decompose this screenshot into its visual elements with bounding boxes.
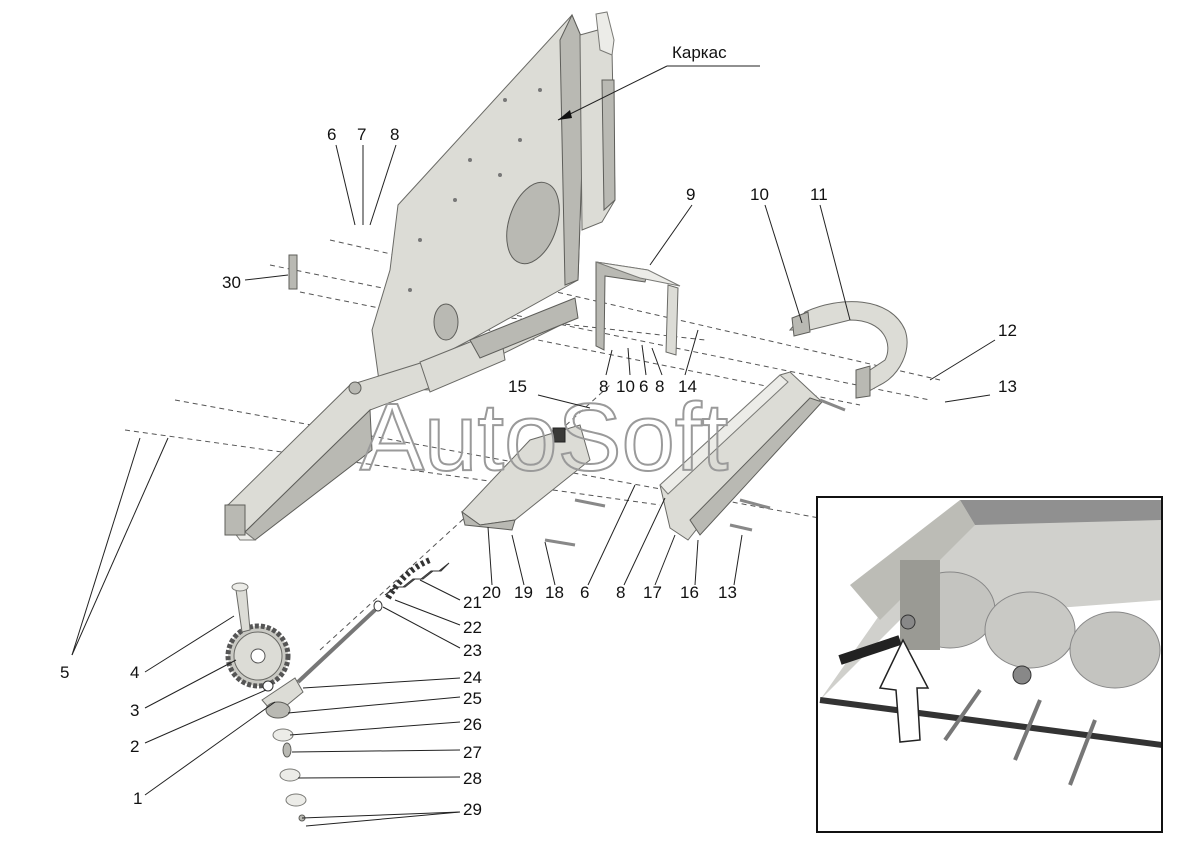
- callout-22: 22: [463, 618, 482, 637]
- spring-part: [384, 557, 450, 600]
- callout-8: 8: [616, 583, 625, 602]
- callout-8: 8: [390, 125, 399, 144]
- callout-28: 28: [463, 769, 482, 788]
- callout-9: 9: [686, 185, 695, 204]
- callout-24: 24: [463, 668, 482, 687]
- callout-21: 21: [463, 593, 482, 612]
- sprocket-part: [225, 582, 291, 692]
- frame-holes: [408, 88, 542, 292]
- shield-part: [461, 424, 591, 531]
- callout-1: 1: [133, 789, 142, 808]
- callout-10: 10: [616, 377, 635, 396]
- callout-25: 25: [463, 689, 482, 708]
- callout-18: 18: [545, 583, 564, 602]
- washer-part: [373, 600, 383, 612]
- callout-29: 29: [463, 800, 482, 819]
- callout-19: 19: [514, 583, 533, 602]
- lever-part: [261, 677, 307, 822]
- bolts: [544, 398, 846, 547]
- callout-17: 17: [643, 583, 662, 602]
- leader-lines: [71, 65, 996, 827]
- callout-8: 8: [599, 377, 608, 396]
- callout-23: 23: [463, 641, 482, 660]
- callout-14: 14: [678, 377, 697, 396]
- frame-part: [224, 11, 616, 541]
- callout-12: 12: [998, 321, 1017, 340]
- callout-7: 7: [357, 125, 366, 144]
- callout-6: 6: [639, 377, 648, 396]
- callout-4: 4: [130, 663, 139, 682]
- callout-6: 6: [580, 583, 589, 602]
- callout-30: 30: [222, 273, 241, 292]
- angle-rail-part: [659, 371, 823, 541]
- callout-2: 2: [130, 737, 139, 756]
- callout-13: 13: [998, 377, 1017, 396]
- callout-10: 10: [750, 185, 769, 204]
- callout-labels: Каркас 6 7 8 30 9 10 11 12 13 15 8 10 6 …: [60, 43, 1017, 819]
- callout-11: 11: [810, 185, 828, 204]
- callout-16: 16: [680, 583, 699, 602]
- u-bracket-part: [595, 261, 681, 356]
- callout-13: 13: [718, 583, 737, 602]
- frame-label: Каркас: [672, 43, 727, 62]
- callout-5: 5: [60, 663, 69, 682]
- shaft-part: [296, 608, 377, 684]
- bracket-part: [288, 254, 298, 290]
- inset-photo: [816, 496, 1163, 833]
- callout-20: 20: [482, 583, 501, 602]
- callout-3: 3: [130, 701, 139, 720]
- callout-26: 26: [463, 715, 482, 734]
- curved-cover-part: [788, 301, 908, 399]
- callout-27: 27: [463, 743, 482, 762]
- callout-8: 8: [655, 377, 664, 396]
- callout-6: 6: [327, 125, 336, 144]
- callout-15: 15: [508, 377, 527, 396]
- watermark: AutoSoft: [360, 384, 728, 491]
- inset-arrow-icon: [878, 638, 930, 743]
